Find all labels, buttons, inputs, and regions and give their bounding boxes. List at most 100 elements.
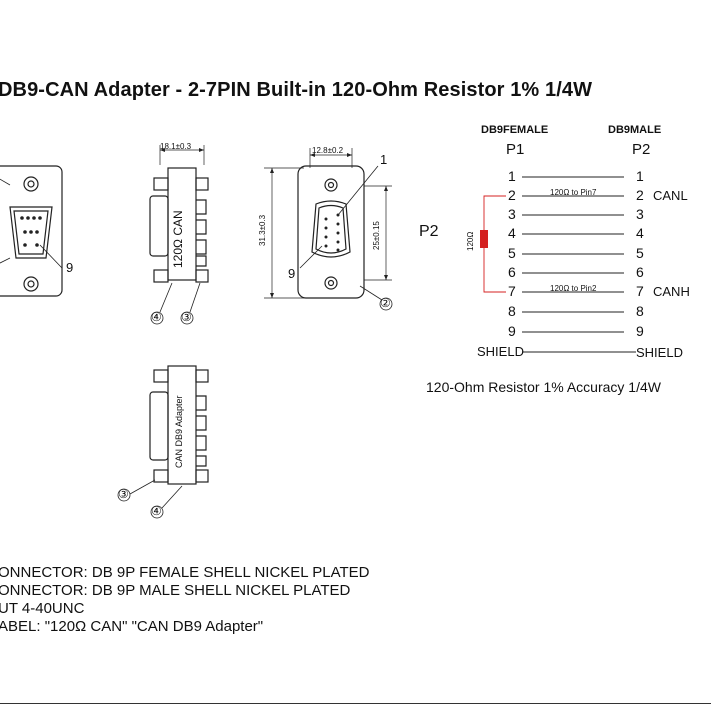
pin-right-3: 3 <box>636 206 644 222</box>
pin-left-7: 7 <box>508 283 516 299</box>
wire-note-pin7: 120Ω to Pin2 <box>550 284 597 293</box>
leader-line <box>0 178 11 186</box>
d-sub-face-inner <box>315 204 347 254</box>
screw-icon <box>195 469 209 483</box>
pin-holes <box>324 213 340 252</box>
screw-icon <box>195 269 209 283</box>
pin-left-2: 2 <box>508 187 516 203</box>
resistor-value-label: 120Ω <box>466 231 475 251</box>
note-line-1: ONNECTOR: DB 9P FEMALE SHELL NICKEL PLAT… <box>0 564 370 581</box>
note-line-4: ABEL: "120Ω CAN" "CAN DB9 Adapter" <box>0 618 264 635</box>
leader-line <box>359 285 383 301</box>
pin-icon <box>196 395 207 411</box>
pin-icon <box>196 255 207 267</box>
screw-icon <box>153 469 169 483</box>
callout-pin9-right: 9 <box>288 266 296 281</box>
label-120-can: 120Ω CAN <box>171 210 185 268</box>
shield-left: SHIELD <box>477 344 524 359</box>
screw-icon <box>195 177 209 191</box>
pin-left-3: 3 <box>508 206 516 222</box>
resistor-accuracy-note: 120-Ohm Resistor 1% Accuracy 1/4W <box>426 379 661 395</box>
pin-left-9: 9 <box>508 323 516 339</box>
female-shell-side <box>149 391 169 461</box>
leader-line <box>0 257 11 264</box>
resistor-icon <box>480 230 488 248</box>
callout-3-icon <box>180 311 194 325</box>
dim-width-top: 18.1±0.3 <box>160 142 192 151</box>
screw-icon <box>153 369 169 383</box>
leader-line <box>299 245 323 269</box>
callout-3-icon <box>117 488 131 502</box>
callout-2-icon <box>379 297 393 311</box>
callout-3-bottom: ③ <box>118 487 129 501</box>
pin-right-1: 1 <box>636 168 644 184</box>
mounting-screw-icon <box>27 280 35 288</box>
pin-right-6: 6 <box>636 264 644 280</box>
mounting-screw-icon <box>23 176 39 192</box>
label-p1: P1 <box>506 141 525 158</box>
leader-line <box>337 165 379 216</box>
pin-left-4: 4 <box>508 225 516 241</box>
mounting-screw-icon <box>324 276 338 290</box>
pin-right-4: 4 <box>636 225 644 241</box>
screw-icon <box>195 369 209 383</box>
pin-left-8: 8 <box>508 303 516 319</box>
d-sub-face-inner <box>13 210 49 255</box>
pin-left-1: 1 <box>508 168 516 184</box>
header-db9female: DB9FEMALE <box>481 124 549 136</box>
callout-3-top: ③ <box>181 310 192 324</box>
pin-left-5: 5 <box>508 245 516 261</box>
callout-2: ② <box>380 296 391 310</box>
pin-icon <box>196 415 207 431</box>
pin-right-2: 2 <box>636 187 644 203</box>
wire-note-pin2: 120Ω to Pin7 <box>550 188 597 197</box>
mounting-screw-icon <box>27 180 35 188</box>
pin-right-9: 9 <box>636 323 644 339</box>
pin-icon <box>196 455 207 467</box>
female-shell-outline <box>0 165 63 297</box>
callout-4-bottom: ④ <box>151 504 162 518</box>
label-can-db9-adapter: CAN DB9 Adapter <box>174 395 184 468</box>
drawing-title: DB9-CAN Adapter - 2-7PIN Built-in 120-Oh… <box>0 79 593 101</box>
callout-pin9-left: 9 <box>66 260 74 275</box>
callout-4-icon <box>150 505 164 519</box>
mounting-screw-icon <box>327 181 335 189</box>
side-view-bottom <box>117 365 209 519</box>
mounting-screw-icon <box>23 276 39 292</box>
dim-height-inner: 25±0.15 <box>372 221 381 250</box>
callout-4-icon <box>150 311 164 325</box>
female-shell-side <box>149 195 169 257</box>
label-p2-side: P2 <box>419 223 439 240</box>
pin-right-8: 8 <box>636 303 644 319</box>
pin-right-7: 7 <box>636 283 644 299</box>
d-sub-face <box>9 206 53 259</box>
signal-label-canh: CANH <box>653 284 690 299</box>
label-p2: P2 <box>632 141 651 158</box>
pin-icon <box>196 435 207 451</box>
pin-icon <box>196 199 207 215</box>
mounting-screw-icon <box>327 279 335 287</box>
screw-icon <box>153 269 169 283</box>
dim-width-front: 12.8±0.2 <box>312 146 344 155</box>
female-front-view <box>0 165 63 297</box>
pin-holes <box>20 216 42 247</box>
mounting-screw-icon <box>324 178 338 192</box>
leader-line <box>39 244 63 269</box>
pin-left-6: 6 <box>508 264 516 280</box>
pin-icon <box>196 219 207 235</box>
d-sub-face <box>311 200 351 258</box>
callout-4-top: ④ <box>151 310 162 324</box>
header-db9male: DB9MALE <box>608 124 662 136</box>
side-view-top <box>149 145 209 325</box>
callout-pin1: 1 <box>380 152 388 167</box>
bottom-border-line <box>0 703 711 704</box>
male-shell-outline <box>297 165 365 299</box>
note-line-3: UT 4-40UNC <box>0 600 85 617</box>
note-line-2: ONNECTOR: DB 9P MALE SHELL NICKEL PLATED <box>0 582 351 599</box>
shield-right: SHIELD <box>636 345 683 360</box>
male-front-view <box>264 148 393 311</box>
screw-icon <box>153 177 169 191</box>
pin-icon <box>196 239 207 255</box>
pinout-wiring <box>480 176 636 353</box>
